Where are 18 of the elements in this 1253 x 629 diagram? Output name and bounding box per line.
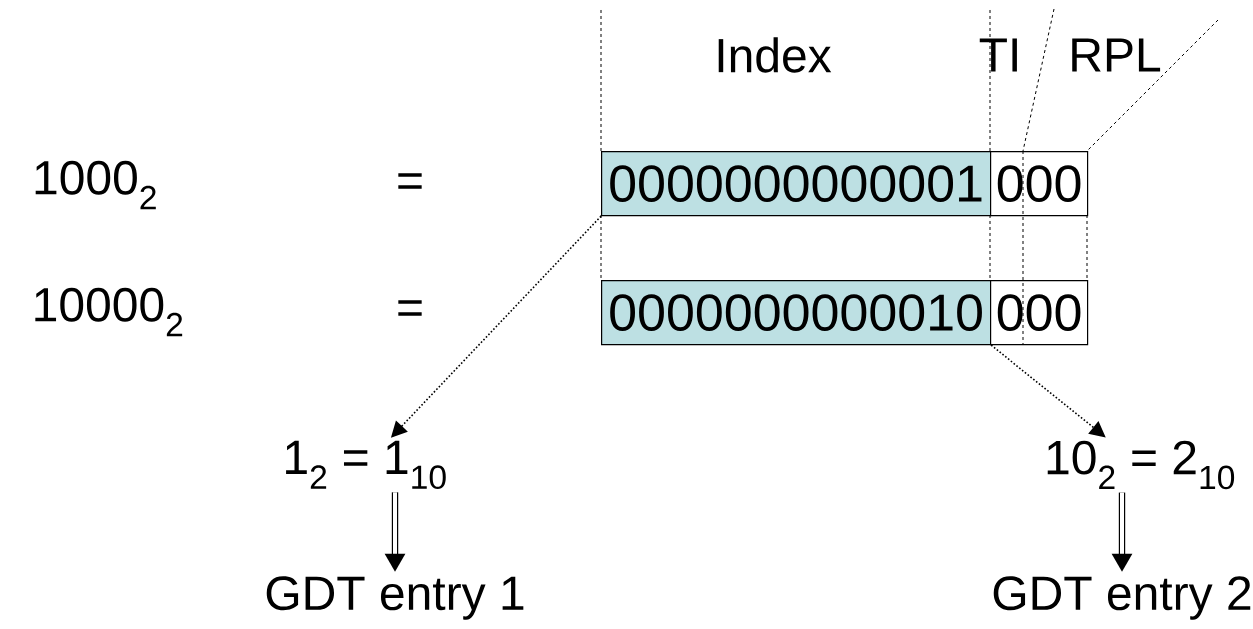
value-text: GDT entry 2 xyxy=(993,576,1251,620)
value-text: 10000$_{2}$ xyxy=(35,287,183,337)
double-arrow xyxy=(384,492,406,572)
value-text: 1000$_{2}$ xyxy=(35,160,156,210)
field-label: RPL xyxy=(1072,38,1161,72)
bit-field-box: 0000000000010 xyxy=(601,280,992,346)
value-text: 10$_{2}$ = 2$_{10}$ xyxy=(1047,440,1235,490)
bit-field-box: 0000000000001 xyxy=(601,151,992,217)
double-arrow xyxy=(1111,492,1133,572)
bit-field-box: 000 xyxy=(990,280,1089,346)
equals-sign: = xyxy=(398,300,422,316)
equals-sign: = xyxy=(398,173,422,189)
arrow xyxy=(990,344,1106,438)
value-text: GDT entry 1 xyxy=(266,576,524,620)
value-text: 1$_{2}$ = 1$_{10}$ xyxy=(286,440,446,490)
bit-field-box: 000 xyxy=(990,151,1089,217)
field-label: TI xyxy=(979,38,1017,72)
field-label: Index xyxy=(718,37,832,73)
